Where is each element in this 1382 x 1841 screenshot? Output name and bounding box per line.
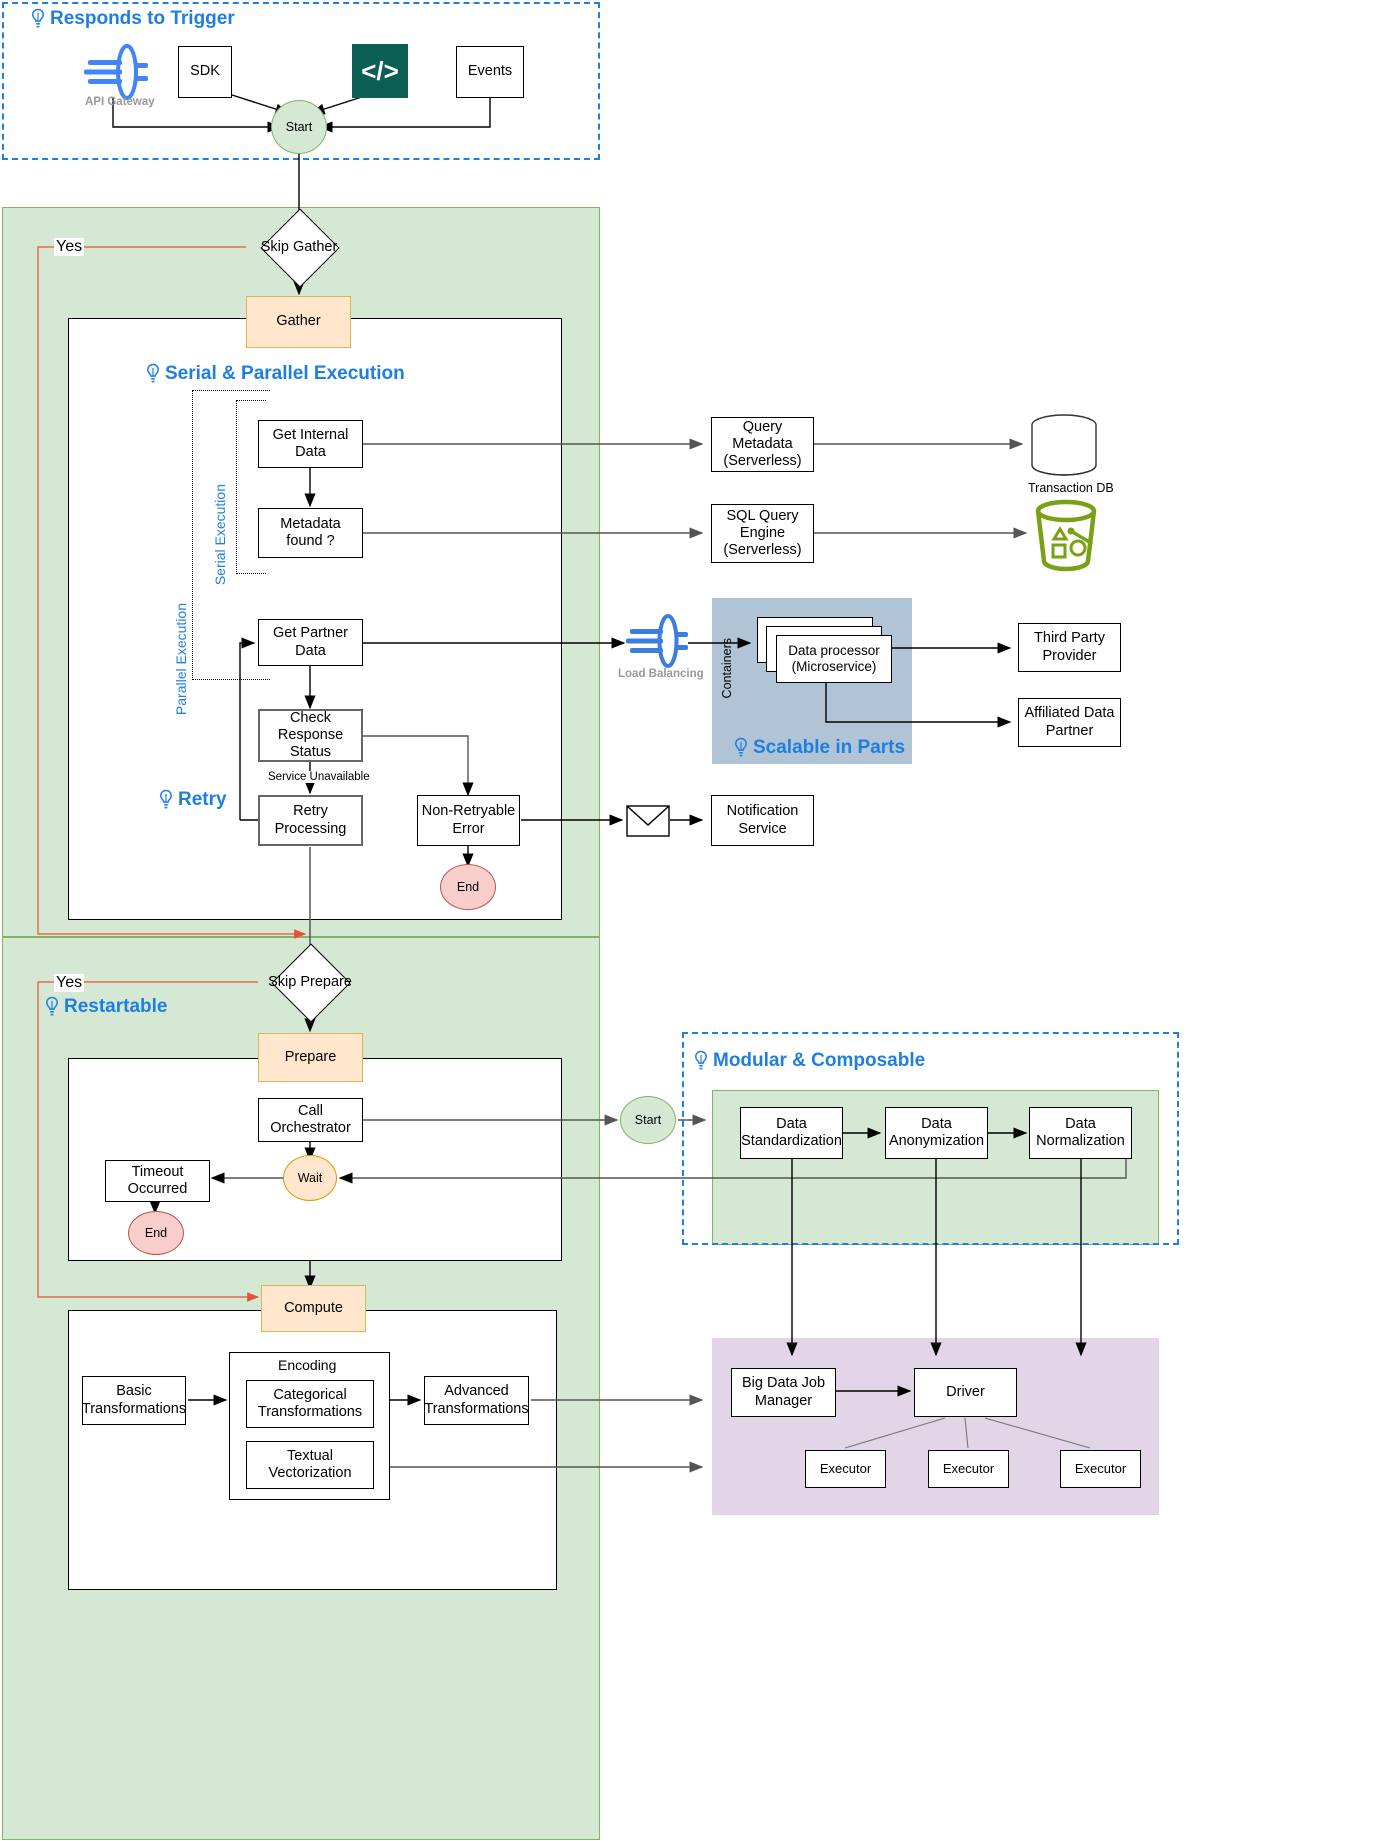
hint-label: Serial & Parallel Execution [165, 363, 405, 384]
skip-gather-label: Skip Gather [260, 239, 338, 255]
hint-label: Responds to Trigger [50, 8, 235, 29]
prepare-stage-box[interactable]: Prepare [258, 1033, 363, 1082]
email-icon [626, 805, 670, 837]
load-balancing-icon [622, 614, 690, 668]
wait-node[interactable]: Wait [283, 1155, 337, 1201]
basic-transformations-box[interactable]: Basic Transformations [82, 1376, 186, 1425]
load-balancing-label: Load Balancing [618, 668, 704, 680]
categorical-transformations-box[interactable]: Categorical Transformations [246, 1380, 374, 1428]
data-standardization-box[interactable]: Data Standardization [740, 1107, 843, 1159]
gather-end-node[interactable]: End [440, 864, 496, 910]
notification-service-box[interactable]: Notification Service [711, 795, 814, 846]
lightbulb-icon [145, 363, 161, 385]
hint-label: Scalable in Parts [753, 737, 906, 758]
skip-gather-decision[interactable]: Skip Gather [260, 208, 340, 288]
data-normalization-box[interactable]: Data Normalization [1029, 1107, 1132, 1159]
retry-processing-box[interactable]: Retry Processing [258, 795, 363, 846]
data-anonymization-box[interactable]: Data Anonymization [885, 1107, 988, 1159]
containers-label: Containers [720, 638, 734, 699]
sdk-box[interactable]: SDK [178, 46, 232, 98]
hint-label: Restartable [64, 996, 168, 1017]
gather-stage-box[interactable]: Gather [246, 296, 351, 348]
lightbulb-icon [44, 996, 60, 1018]
driver-box[interactable]: Driver [914, 1368, 1017, 1417]
hint-modular-composable: Modular & Composable [693, 1050, 925, 1072]
data-processor-label: Data processor (Microservice) [788, 643, 880, 674]
executor-box-1[interactable]: Executor [805, 1450, 886, 1488]
modular-start-node[interactable]: Start [620, 1096, 676, 1144]
compute-stage-box[interactable]: Compute [261, 1285, 366, 1332]
third-party-provider-box[interactable]: Third Party Provider [1018, 623, 1121, 672]
data-processor-card-front: Data processor (Microservice) [776, 635, 892, 683]
skip-prepare-label: Skip Prepare [268, 974, 352, 990]
parallel-execution-label: Parallel Execution [173, 603, 189, 716]
lightbulb-icon [733, 737, 749, 759]
lightbulb-icon [693, 1050, 709, 1072]
code-icon: </> [352, 44, 408, 98]
transaction-db-icon [1026, 413, 1102, 478]
metadata-found-box[interactable]: Metadata found ? [258, 508, 363, 558]
bigdata-purple-zone [712, 1338, 1159, 1515]
skip-prepare-decision[interactable]: Skip Prepare [268, 943, 352, 1023]
lightbulb-icon [158, 789, 174, 811]
check-response-status-box[interactable]: Check Response Status [258, 709, 363, 762]
sql-query-engine-box[interactable]: SQL Query Engine (Serverless) [711, 504, 814, 563]
query-metadata-box[interactable]: Query Metadata (Serverless) [711, 417, 814, 472]
modular-composable-container [682, 1032, 1179, 1245]
responds-to-trigger-container [2, 2, 600, 160]
api-gateway-label: API Gateway [85, 96, 155, 108]
hint-retry: Retry [158, 789, 227, 811]
call-orchestrator-box[interactable]: Call Orchestrator [258, 1098, 363, 1142]
get-partner-data-box[interactable]: Get Partner Data [258, 619, 363, 666]
non-retryable-error-box[interactable]: Non-Retryable Error [417, 795, 520, 846]
lightbulb-icon [30, 8, 46, 30]
advanced-transformations-box[interactable]: Advanced Transformations [424, 1376, 529, 1425]
big-data-job-manager-box[interactable]: Big Data Job Manager [731, 1368, 836, 1417]
executor-box-2[interactable]: Executor [928, 1450, 1009, 1488]
data-processor-stack[interactable]: Data processor (Microservice) [757, 617, 897, 683]
get-internal-data-box[interactable]: Get Internal Data [258, 420, 363, 468]
events-box[interactable]: Events [456, 46, 524, 98]
executor-box-3[interactable]: Executor [1060, 1450, 1141, 1488]
code-glyph: </> [361, 55, 399, 86]
encoding-label: Encoding [278, 1357, 337, 1373]
hint-responds-to-trigger: Responds to Trigger [30, 8, 235, 30]
prepare-end-node[interactable]: End [128, 1211, 184, 1255]
textual-vectorization-box[interactable]: Textual Vectorization [246, 1441, 374, 1489]
hint-label: Retry [178, 789, 227, 810]
hint-serial-parallel: Serial & Parallel Execution [145, 363, 405, 385]
hint-scalable-in-parts: Scalable in Parts [733, 737, 905, 759]
hint-label: Modular & Composable [713, 1050, 926, 1071]
timeout-occurred-box[interactable]: Timeout Occurred [105, 1160, 210, 1202]
api-gateway-icon [80, 44, 150, 100]
affiliated-data-partner-box[interactable]: Affiliated Data Partner [1018, 698, 1121, 747]
skip-gather-yes-label: Yes [54, 238, 85, 256]
service-unavailable-label: Service Unavailable [266, 771, 372, 783]
skip-prepare-yes-label: Yes [54, 974, 85, 992]
serial-execution-label: Serial Execution [212, 484, 228, 586]
hint-restartable: Restartable [44, 996, 168, 1018]
trigger-start-node[interactable]: Start [271, 100, 327, 154]
s3-bucket-icon [1028, 497, 1104, 573]
transaction-db-label: Transaction DB [1028, 481, 1114, 495]
